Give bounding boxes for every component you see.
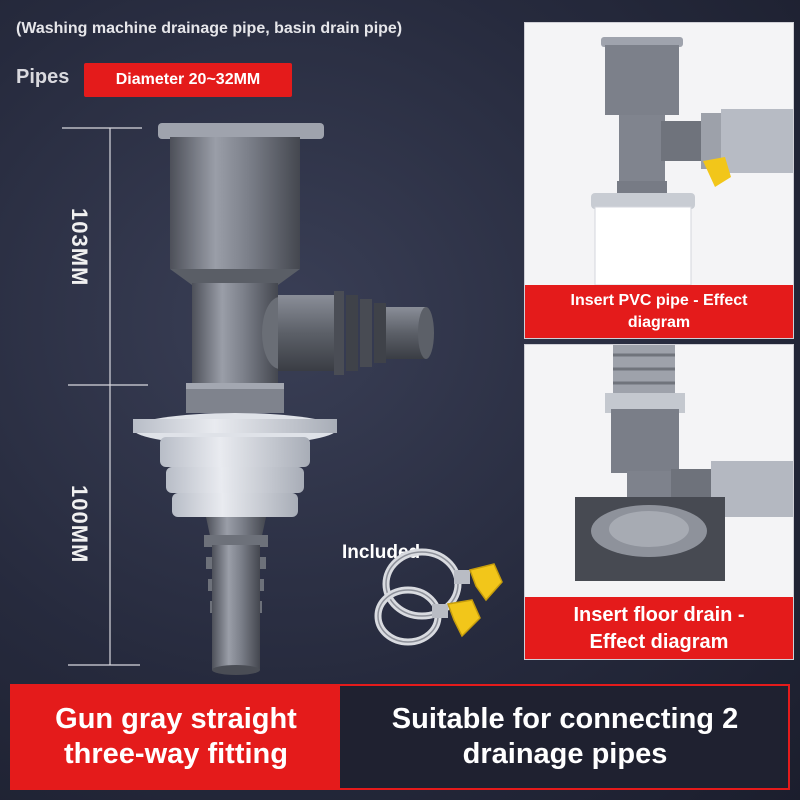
product-name-block: Gun gray straight three-way fitting (12, 686, 340, 788)
floor-drain-photo (525, 345, 793, 597)
pvc-effect-caption-line1: Insert PVC pipe - Effect (570, 292, 748, 309)
pvc-effect-caption: Insert PVC pipe - Effect diagram (525, 285, 793, 338)
floor-drain-effect-caption: Insert floor drain - Effect diagram (525, 597, 793, 659)
pvc-effect-caption-line2: diagram (627, 314, 691, 331)
hose-clamp-icon (374, 548, 503, 646)
dimension-lower-label: 100MM (67, 485, 92, 564)
product-feature-line2: drainage pipes (462, 738, 668, 770)
diameter-badge: Diameter 20~32MM (84, 63, 292, 97)
product-name-line1: Gun gray straight (55, 703, 297, 735)
usage-caption: (Washing machine drainage pipe, basin dr… (16, 20, 403, 37)
dimension-markers: 103MM 100MM (60, 120, 150, 680)
dimension-lines (62, 127, 148, 666)
pvc-pipe-effect-panel: Insert PVC pipe - Effect diagram (524, 22, 794, 339)
bottom-banner: Gun gray straight three-way fitting Suit… (10, 684, 790, 790)
product-feature-line1: Suitable for connecting 2 (391, 703, 739, 735)
dimension-upper-label: 103MM (67, 208, 92, 287)
floor-drain-effect-panel: Insert floor drain - Effect diagram (524, 344, 794, 660)
tee-fitting-illustration (133, 123, 434, 675)
floor-drain-caption-line1: Insert floor drain - (573, 604, 745, 626)
product-name-line2: three-way fitting (64, 738, 288, 770)
pvc-pipe-photo (525, 23, 793, 285)
pipes-label: Pipes (16, 66, 70, 88)
product-feature-block: Suitable for connecting 2 drainage pipes (342, 686, 788, 788)
floor-drain-caption-line2: Effect diagram (589, 631, 729, 653)
